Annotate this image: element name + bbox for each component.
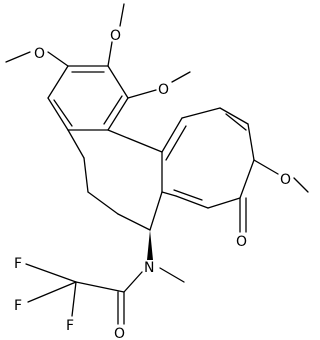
bond: [161, 117, 183, 153]
bond: [83, 157, 89, 193]
bond: [103, 95, 123, 125]
bond: [159, 267, 185, 283]
oxygen-label: O: [110, 28, 121, 44]
bond: [107, 65, 129, 99]
bond: [5, 51, 31, 63]
bond: [75, 281, 125, 293]
bond: [207, 197, 241, 209]
amide-oxygen-label: O: [114, 326, 125, 340]
bond: [247, 123, 255, 161]
oxygen-label: O: [34, 46, 45, 62]
bond: [127, 89, 157, 99]
bond: [149, 191, 163, 231]
bond: [47, 51, 69, 67]
bond: [219, 107, 249, 125]
bond: [253, 159, 279, 175]
bond: [107, 97, 129, 131]
bond: [107, 41, 113, 67]
fluorine-label: F: [66, 318, 74, 334]
atom-labels: O O O O O N F F F O: [14, 28, 291, 340]
stereo-wedge-bond: [147, 230, 153, 260]
bond: [293, 177, 309, 193]
bond: [47, 65, 69, 99]
bond: [181, 107, 221, 119]
bond: [225, 113, 247, 131]
bond: [165, 125, 187, 161]
bond: [119, 3, 125, 27]
structure-diagram: O O O O O N F F F O: [5, 3, 309, 340]
bond: [87, 191, 119, 215]
bond: [71, 281, 77, 317]
bond: [25, 263, 77, 283]
bond: [161, 191, 177, 197]
fluorine-label: F: [14, 298, 22, 314]
ketone-oxygen-label: O: [236, 234, 247, 250]
bond: [123, 271, 143, 293]
bond: [27, 281, 77, 303]
oxygen-label: O: [158, 82, 169, 98]
fluorine-label: F: [14, 256, 22, 272]
nitrogen-label: N: [144, 260, 154, 276]
bond: [175, 195, 209, 209]
bond: [47, 97, 69, 131]
bonds: [5, 3, 309, 325]
molecule-canvas: O O O O O N F F F O: [5, 3, 309, 340]
bond: [173, 189, 203, 201]
bond: [67, 129, 85, 159]
oxygen-label: O: [280, 172, 291, 188]
bond: [53, 99, 73, 127]
bond: [117, 213, 151, 231]
bond: [239, 159, 255, 199]
bond: [171, 71, 191, 83]
bond: [107, 129, 163, 153]
